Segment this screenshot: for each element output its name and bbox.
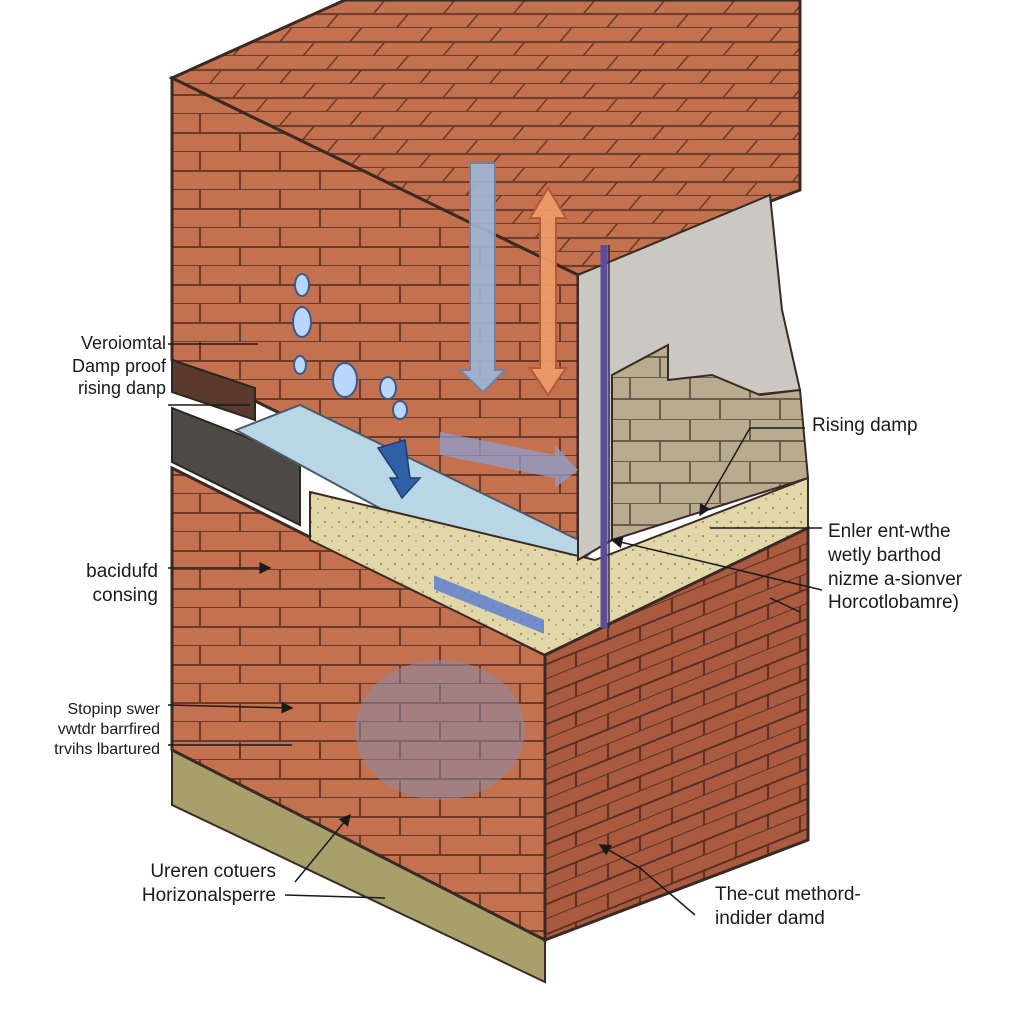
label-backfill-casing: bacidufd consing: [86, 561, 158, 606]
water-droplet-icon: [379, 376, 397, 400]
blue-strip: [434, 575, 544, 634]
leader-line: [167, 701, 294, 714]
label-vertical-damp-proof: Veroiomtal Damp proof rising danp: [71, 333, 166, 398]
label-stopping-water-barrier: Stopinp swer vwtdr barrfired trvihs lbar…: [54, 701, 160, 758]
water-droplet-icon: [392, 400, 408, 420]
leader-line: [294, 813, 351, 883]
leader-line: [284, 894, 386, 899]
water-droplet-icon: [332, 362, 358, 398]
leader-line: [598, 844, 696, 916]
water-droplet-icon: [294, 273, 310, 297]
leader-line: [699, 427, 805, 517]
membrane-arrow-icon: [376, 439, 422, 500]
label-cut-method: The-cut methord- indider damd: [715, 884, 861, 929]
label-rising-damp: Rising damp: [812, 415, 918, 436]
leader-line: [610, 536, 823, 591]
stone-block-wall: [611, 343, 810, 542]
side-brick-wall: [543, 525, 810, 943]
water-droplet-icon: [292, 306, 312, 338]
side-arrow-icon: [440, 432, 578, 488]
double-arrow-icon: [528, 186, 568, 397]
label-injection-method: Enler ent-wthe wetly barthod nizme a-sio…: [828, 521, 963, 614]
water-droplet-icon: [293, 355, 307, 375]
down-arrow-icon: [457, 162, 508, 394]
label-horizontal-barrier: Ureren cotuers Horizonalsperre: [141, 861, 276, 906]
damp-patch: [355, 660, 525, 800]
leader-line: [769, 597, 801, 613]
